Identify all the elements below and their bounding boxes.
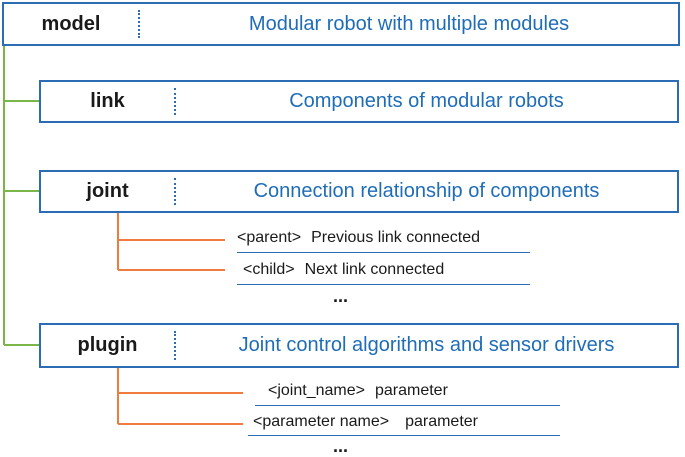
plugin-param-parameter-name-tag: <parameter name> — [253, 413, 390, 430]
joint-description: Connection relationship of components — [253, 180, 600, 202]
plugin-separator — [174, 331, 176, 360]
plugin-param-parameter-name-underline — [248, 435, 560, 436]
joint-ellipsis: ... — [333, 286, 349, 306]
model-separator — [138, 10, 140, 38]
joint-param-child-tag: <child> — [243, 261, 295, 278]
joint-param-child: <child> Next link connected — [243, 261, 444, 283]
plugin-param-joint-name-tag: <joint_name> — [268, 382, 365, 399]
link-separator — [174, 88, 176, 115]
joint-box: joint Connection relationship of compone… — [39, 170, 679, 213]
joint-param-parent-underline — [237, 252, 530, 253]
link-description: Components of modular robots — [289, 90, 564, 112]
model-description: Modular robot with multiple modules — [248, 12, 570, 35]
plugin-param-joint-name-underline — [255, 405, 560, 406]
plugin-param-joint-name-text: parameter — [374, 382, 448, 399]
plugin-param-parameter-name: <parameter name> parameter — [253, 413, 478, 435]
link-tag: link — [90, 90, 125, 112]
plugin-description: Joint control algorithms and sensor driv… — [238, 334, 615, 356]
joint-separator — [174, 178, 176, 205]
joint-param-parent-tag: <parent> — [237, 229, 302, 246]
joint-param-parent: <parent> Previous link connected — [237, 229, 480, 251]
plugin-box: plugin Joint control algorithms and sens… — [39, 323, 679, 368]
joint-param-child-underline — [237, 284, 530, 285]
joint-param-child-text: Next link connected — [304, 261, 445, 278]
plugin-ellipsis: ... — [333, 436, 349, 456]
joint-tag: joint — [86, 180, 129, 202]
plugin-param-joint-name: <joint_name> parameter — [268, 382, 448, 404]
model-tag: model — [41, 12, 101, 35]
joint-param-parent-text: Previous link connected — [311, 229, 481, 246]
link-box: link Components of modular robots — [39, 80, 679, 123]
plugin-tag: plugin — [77, 334, 138, 356]
model-box: model Modular robot with multiple module… — [2, 2, 680, 46]
plugin-param-parameter-name-text: parameter — [405, 413, 478, 430]
